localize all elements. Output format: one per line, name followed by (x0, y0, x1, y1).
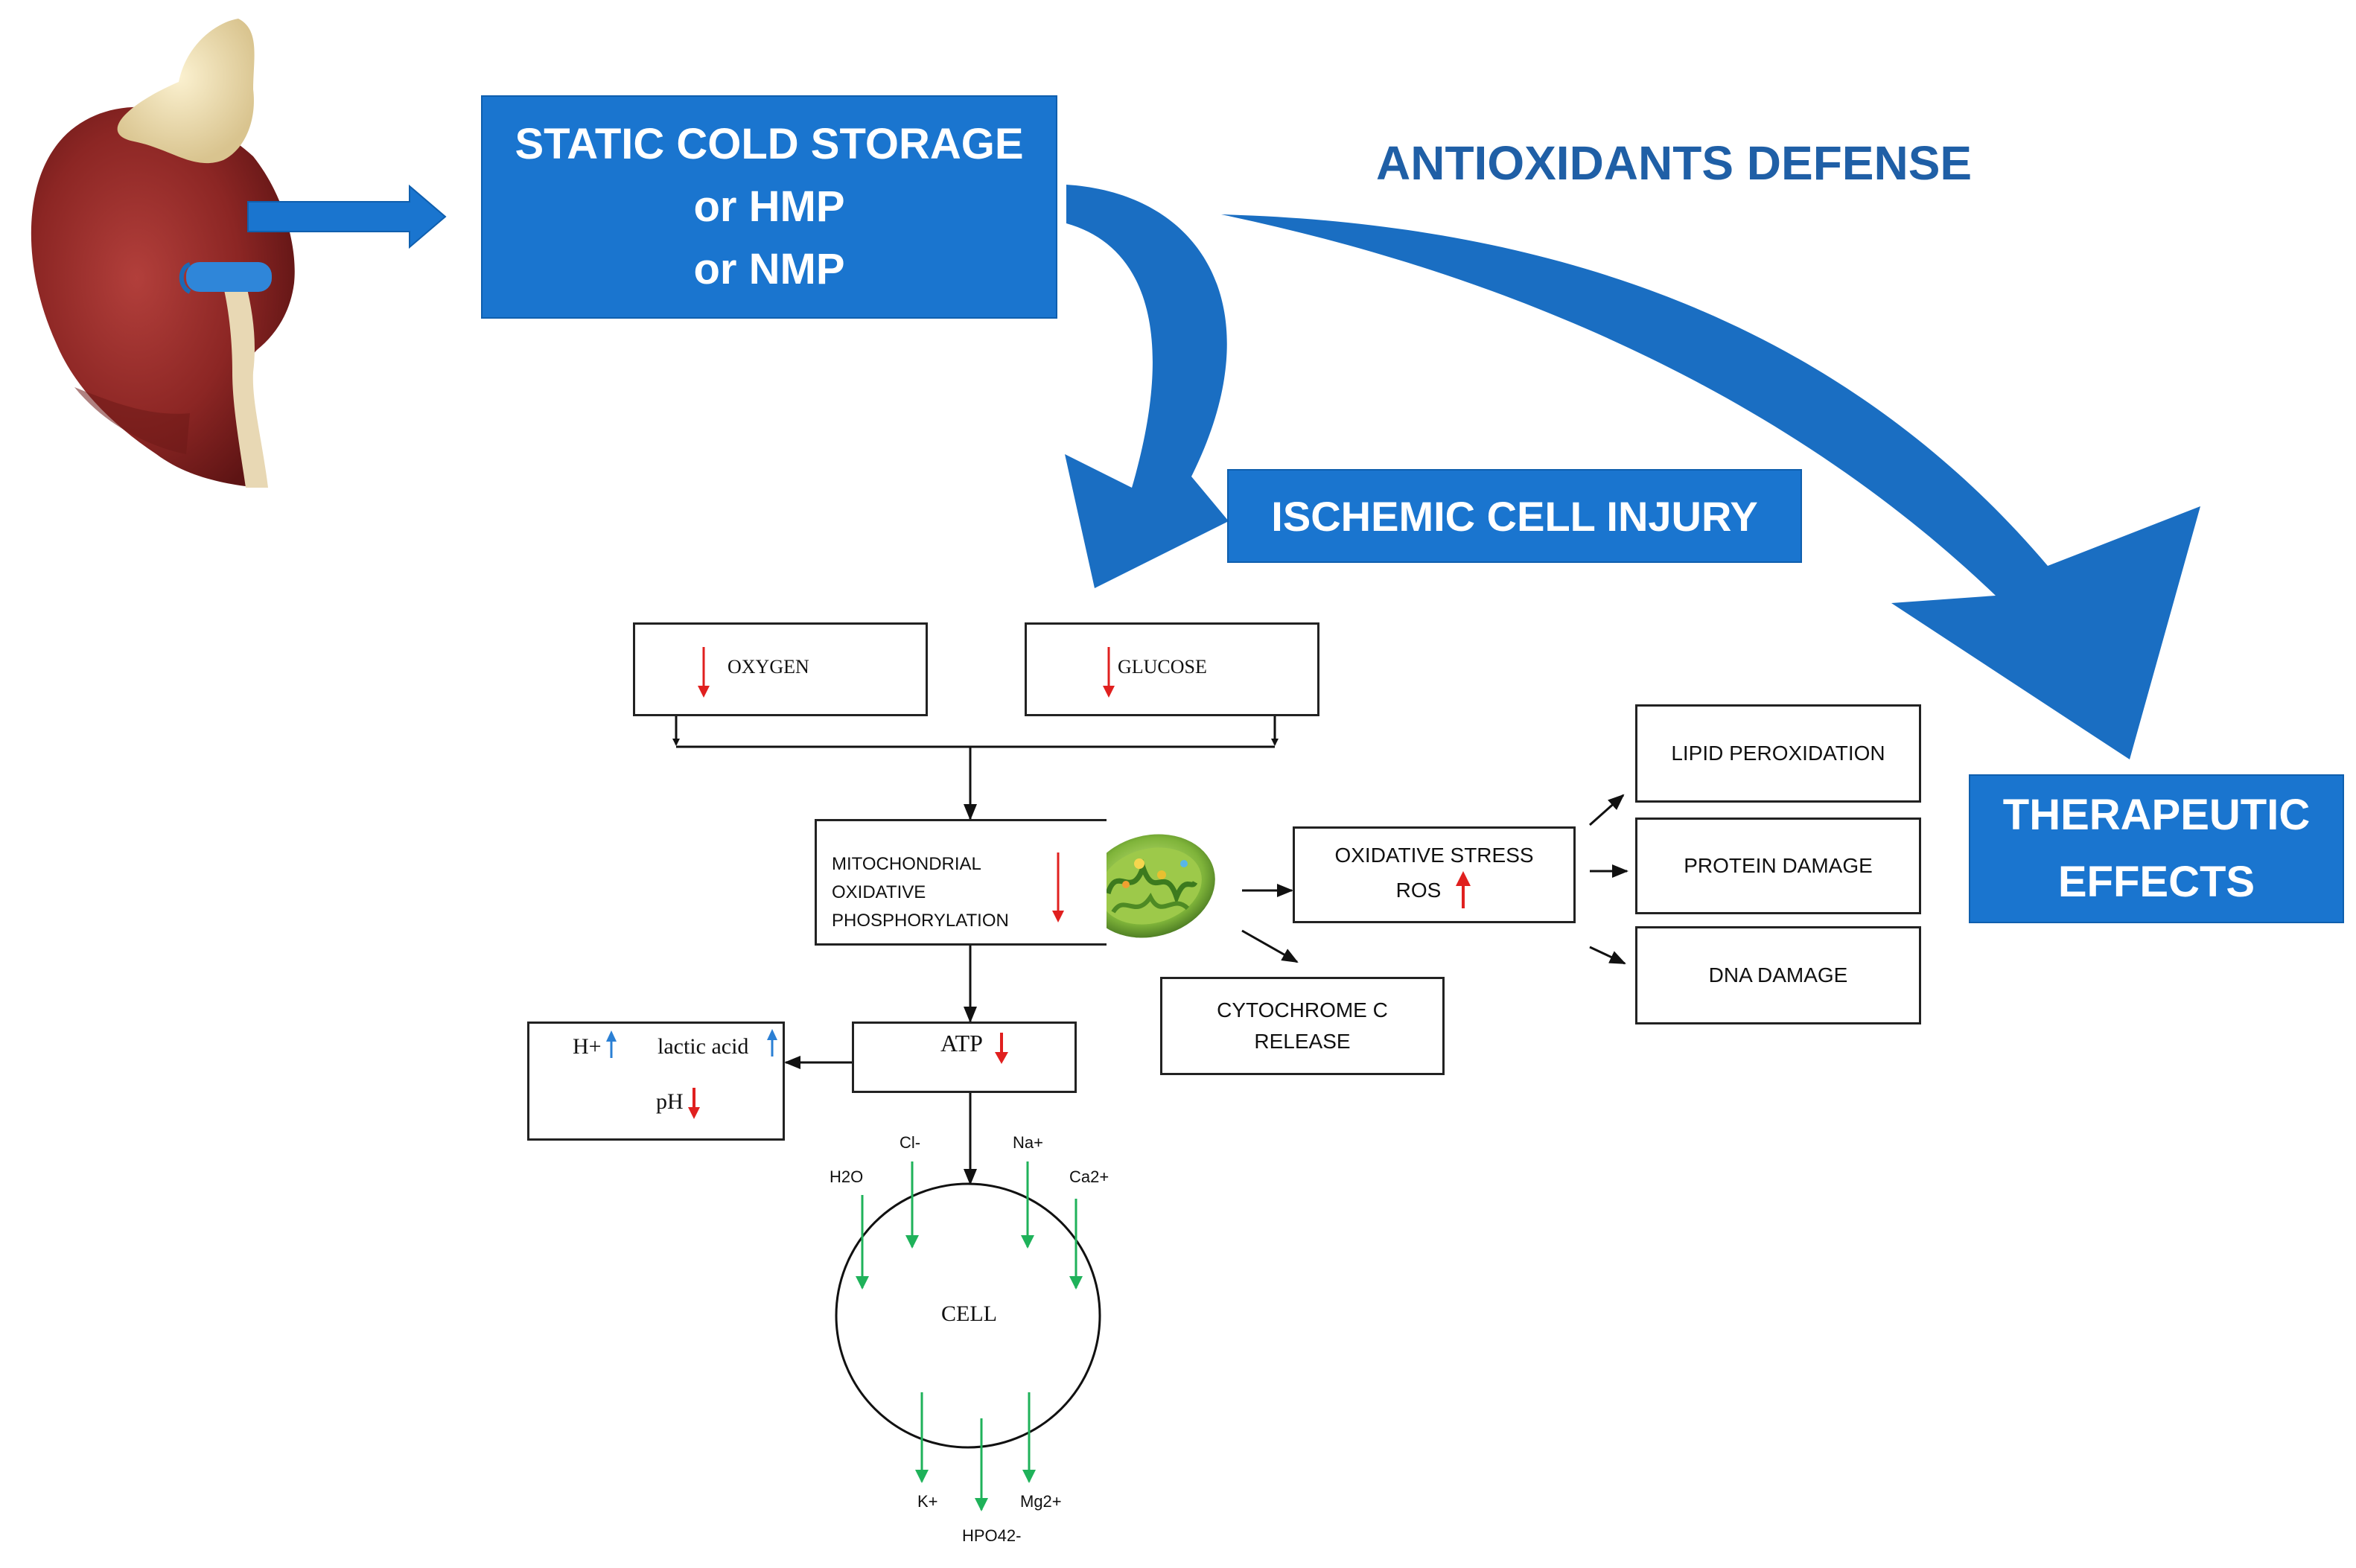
oxidative-line-2: ROS (1395, 879, 1442, 902)
oxygen-box: OXYGEN (633, 622, 928, 716)
atp-label: ATP (940, 1030, 983, 1057)
antioxidants-label: ANTIOXIDANTS DEFENSE (1376, 136, 1973, 190)
oxidative-line-1: OXIDATIVE STRESS (1334, 844, 1534, 867)
glucose-box: GLUCOSE (1025, 622, 1319, 716)
cytochrome-line-1: CYTOCHROME C (1217, 998, 1388, 1022)
glucose-label: GLUCOSE (1118, 656, 1207, 678)
mito-down-arrow (1052, 852, 1064, 922)
antioxidants-to-therapeutic-arrow (1221, 214, 2200, 759)
ischemic-label: ISCHEMIC CELL INJURY (1271, 492, 1758, 540)
mitochondrion-illustration (1086, 834, 1215, 938)
acid-box: H+ lactic acid pH (527, 1022, 785, 1141)
therapeutic-line-1: THERAPEUTIC (2002, 791, 2311, 839)
k-label: K+ (917, 1492, 938, 1511)
cell-label: CELL (941, 1301, 997, 1326)
storage-box: STATIC COLD STORAGE or HMP or NMP (481, 95, 1057, 319)
mito-line-3: PHOSPHORYLATION (832, 911, 1009, 931)
lactic-acid-up-arrow (767, 1029, 777, 1057)
kidney-to-storage-arrow (247, 184, 447, 249)
therapeutic-box: THERAPEUTIC EFFECTS (1969, 774, 2344, 923)
protein-damage-box: PROTEIN DAMAGE (1635, 818, 1921, 914)
ischemic-label-box: ISCHEMIC CELL INJURY (1227, 469, 1802, 563)
cytochrome-line-2: RELEASE (1254, 1030, 1351, 1053)
oxidative-box: OXIDATIVE STRESS ROS (1293, 826, 1576, 923)
mito-box: MITOCHONDRIAL OXIDATIVE PHOSPHORYLATION (815, 819, 1107, 946)
cytochrome-box: CYTOCHROME C RELEASE (1160, 977, 1445, 1075)
lactic-acid-label: lactic acid (658, 1034, 749, 1059)
storage-line-3: or NMP (693, 245, 845, 293)
atp-box: ATP (852, 1022, 1077, 1093)
dna-damage-box: DNA DAMAGE (1635, 926, 1921, 1024)
ca-label: Ca2+ (1069, 1167, 1109, 1186)
lipid-peroxidation-label: LIPID PEROXIDATION (1671, 742, 1885, 765)
ph-label: pH (656, 1089, 684, 1114)
h-plus-label: H+ (573, 1034, 602, 1059)
mito-to-cytochrome-connector (1241, 929, 1299, 963)
h-plus-up-arrow (606, 1030, 617, 1058)
mito-line-2: OXIDATIVE (832, 882, 926, 902)
oxygen-down-arrow (698, 647, 710, 698)
storage-line-1: STATIC COLD STORAGE (515, 120, 1024, 168)
glucose-down-arrow (1103, 647, 1115, 698)
storage-line-2: or HMP (693, 182, 845, 231)
ph-down-arrow (688, 1088, 700, 1119)
hpo4-label: HPO42- (962, 1526, 1022, 1545)
therapeutic-line-2: EFFECTS (2057, 858, 2255, 906)
kidney-illustration (31, 19, 295, 488)
oxidative-to-dna-connector (1589, 946, 1626, 965)
storage-to-injury-arrow (1065, 185, 1229, 588)
oxidative-ros-row: ROS (1396, 871, 1473, 910)
lipid-peroxidation-box: LIPID PEROXIDATION (1635, 704, 1921, 803)
cl-label: Cl- (900, 1133, 921, 1152)
atp-down-arrow (995, 1033, 1008, 1064)
h2o-label: H2O (830, 1167, 864, 1186)
na-label: Na+ (1013, 1133, 1043, 1152)
protein-damage-label: PROTEIN DAMAGE (1684, 854, 1873, 877)
mito-line-1: MITOCHONDRIAL (832, 854, 981, 874)
ros-up-arrow (1456, 871, 1471, 908)
oxygen-label: OXYGEN (728, 656, 809, 678)
mg-label: Mg2+ (1020, 1492, 1062, 1511)
oxidative-to-lipid-connector (1589, 794, 1625, 826)
dna-damage-label: DNA DAMAGE (1708, 963, 1848, 987)
cell-circle (835, 1182, 1101, 1449)
